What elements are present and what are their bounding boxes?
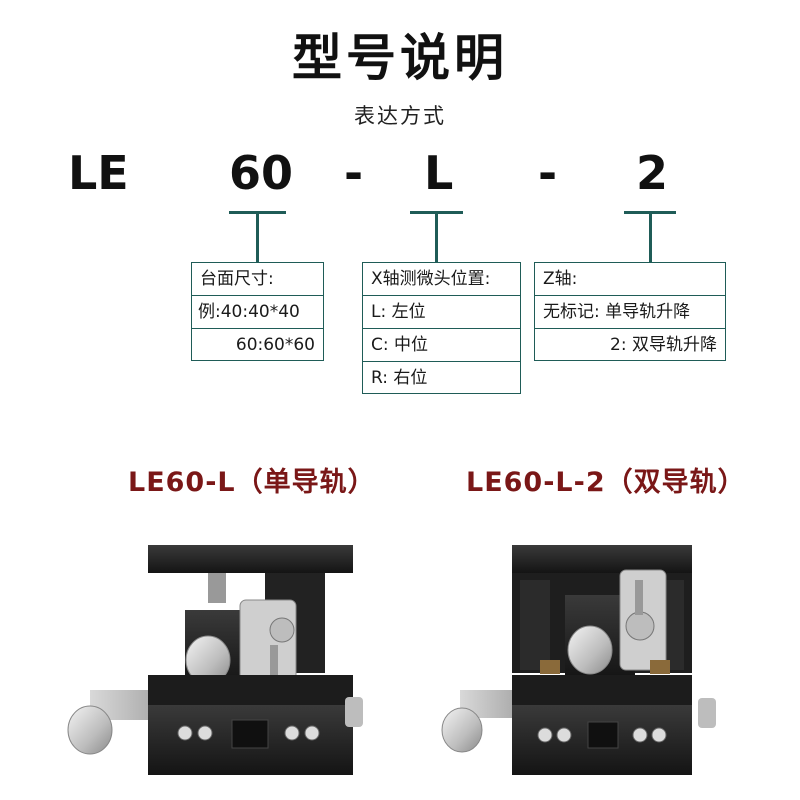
z-axis-double: 2: 双导轨升降 bbox=[610, 335, 717, 355]
x-position-box: X轴测微头位置: L: 左位 C: 中位 R: 右位 bbox=[362, 262, 521, 394]
code-x-position: L bbox=[424, 146, 454, 200]
size-info-example: 例:40:40*40 bbox=[192, 296, 323, 329]
size-info-heading: 台面尺寸: bbox=[192, 263, 323, 296]
x-position-center: C: 中位 bbox=[363, 329, 520, 362]
page-title: 型号说明 bbox=[292, 29, 508, 87]
product-photo-double-rail bbox=[441, 545, 716, 775]
page-subtitle: 表达方式 bbox=[354, 104, 446, 128]
code-dash-1: - bbox=[344, 146, 364, 200]
size-info-box: 台面尺寸: 例:40:40*40 60:60*60 bbox=[191, 262, 324, 361]
connector-size bbox=[256, 212, 259, 262]
z-axis-single: 无标记: 单导轨升降 bbox=[535, 296, 725, 329]
code-size: 60 bbox=[229, 146, 294, 200]
z-axis-heading: Z轴: bbox=[535, 263, 725, 296]
z-axis-box: Z轴: 无标记: 单导轨升降 2: 双导轨升降 bbox=[534, 262, 726, 361]
connector-z bbox=[649, 212, 652, 262]
code-prefix: LE bbox=[68, 146, 129, 200]
connector-x bbox=[435, 212, 438, 262]
code-z-axis: 2 bbox=[636, 146, 669, 200]
x-position-heading: X轴测微头位置: bbox=[363, 263, 520, 296]
code-dash-2: - bbox=[538, 146, 558, 200]
x-position-left: L: 左位 bbox=[363, 296, 520, 329]
product-photo-single-rail bbox=[67, 545, 363, 775]
size-info-example-2: 60:60*60 bbox=[235, 335, 315, 355]
product-label-double-rail: LE60-L-2（双导轨） bbox=[466, 467, 746, 498]
product-label-single-rail: LE60-L（单导轨） bbox=[128, 467, 376, 498]
x-position-right: R: 右位 bbox=[371, 368, 428, 388]
